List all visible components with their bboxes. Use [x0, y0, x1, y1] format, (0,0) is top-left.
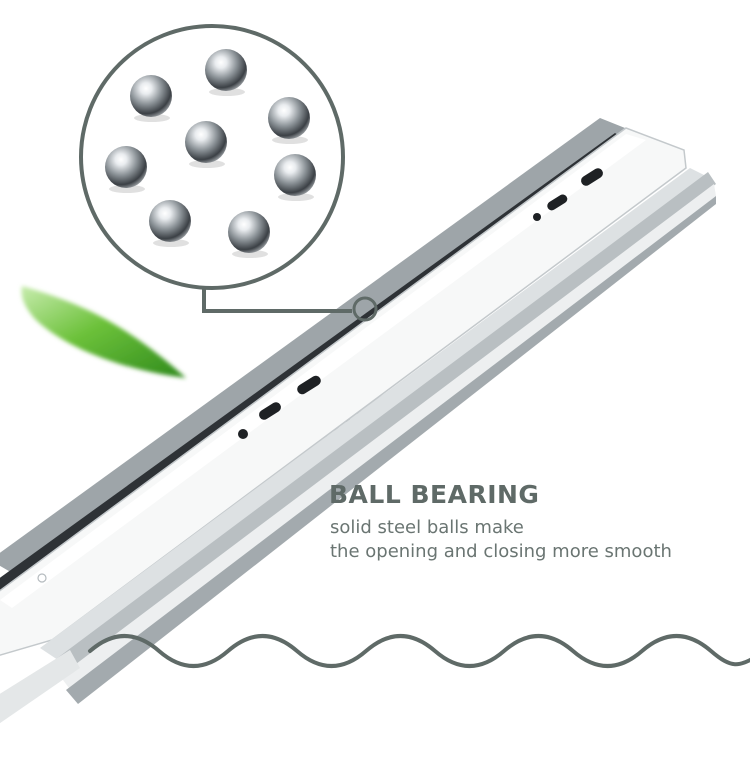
ball-bearing-magnifier: [79, 24, 345, 290]
steel-ball-icon: [205, 49, 247, 96]
steel-ball-icon: [185, 121, 227, 168]
callout-connector: [202, 288, 378, 322]
steel-ball-icon: [149, 200, 191, 247]
steel-ball-icon: [105, 146, 147, 193]
feature-description-line-1: solid steel balls make: [330, 517, 524, 538]
wave-line-icon: [88, 634, 750, 668]
leaf-icon: [21, 286, 186, 378]
feature-description-line-2: the opening and closing more smooth: [330, 541, 672, 562]
steel-ball-icon: [130, 75, 172, 122]
drawer-slide-rail: [0, 118, 716, 724]
feature-title: BALL BEARING: [329, 480, 540, 509]
steel-ball-icon: [274, 154, 316, 201]
steel-ball-icon: [268, 97, 310, 144]
steel-ball-icon: [228, 211, 270, 258]
